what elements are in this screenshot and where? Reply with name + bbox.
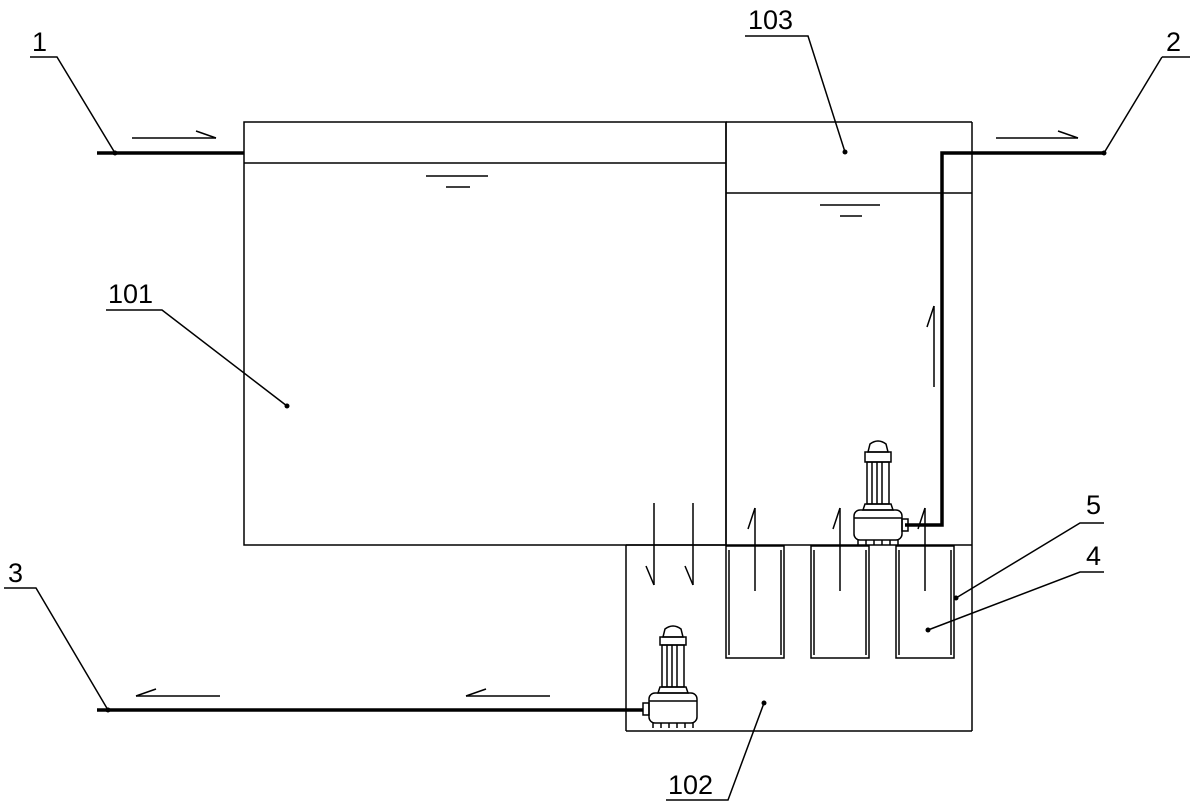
label-4: 4 [1086,541,1101,571]
leader-103: 103 [745,5,848,155]
tank-101 [243,121,727,546]
arrow-discharge-left-1 [135,688,220,697]
label-102: 102 [668,770,713,800]
arrow-up-module-right [917,507,926,591]
label-103: 103 [748,5,793,35]
arrow-up-tank-103 [926,305,935,387]
arrow-up-module-middle [832,507,841,591]
arrow-outlet-right [996,130,1079,139]
tank-103 [725,121,973,731]
water-level-symbol-101 [426,175,488,188]
arrow-down-1 [645,503,655,586]
water-level-symbol-103 [820,204,880,217]
label-101: 101 [108,279,153,309]
pump-lower [642,625,698,728]
leader-1: 1 [30,27,118,156]
label-3: 3 [8,558,23,588]
leader-102: 102 [666,700,767,801]
leader-2: 2 [1101,27,1190,156]
pipes [97,151,1104,712]
leader-3: 3 [4,558,111,713]
pump-upper [853,440,909,545]
leader-5: 5 [953,490,1104,601]
pipe-outlet [905,151,1104,527]
leader-4: 4 [925,541,1104,633]
flow-arrows [132,130,1079,697]
tank-102 [625,544,972,732]
arrow-inlet-right [132,130,217,139]
leader-101: 101 [106,279,290,409]
label-2: 2 [1166,27,1181,57]
arrow-discharge-left-2 [465,688,550,697]
label-5: 5 [1086,490,1101,520]
arrow-down-2 [684,503,694,586]
label-1: 1 [32,27,47,57]
arrow-up-module-left [747,507,756,591]
